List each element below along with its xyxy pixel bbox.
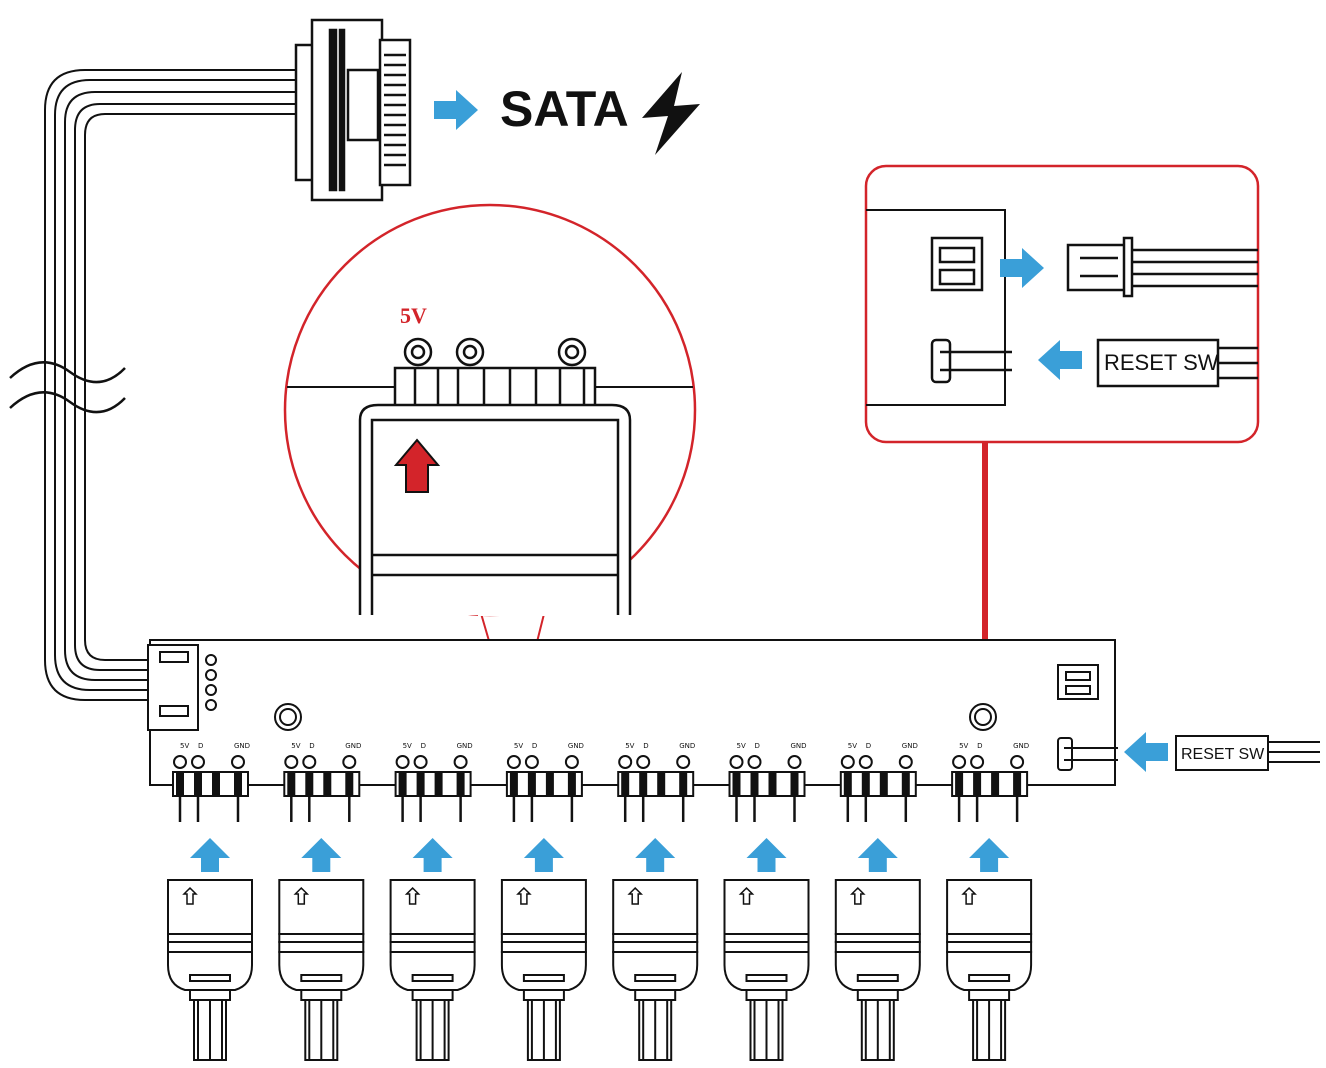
plug-arrow-icon <box>182 886 198 905</box>
pin-label: GND <box>457 742 473 750</box>
pin-label: GND <box>902 742 918 750</box>
pin-label: GND <box>568 742 584 750</box>
pin-label: GND <box>1013 742 1029 750</box>
sata-cable <box>44 69 300 701</box>
argb-port: 5V D GND <box>834 742 921 1061</box>
lightning-bolt-icon <box>642 72 700 155</box>
pin-label: GND <box>234 742 250 750</box>
plug-arrow-icon <box>293 886 310 905</box>
up-arrow-icon <box>857 838 898 872</box>
pin-label: 5V <box>959 742 968 750</box>
plug-arrow-icon <box>738 886 755 905</box>
argb-plug <box>278 879 365 1001</box>
pin-label: D <box>309 742 314 750</box>
plug-arrow-icon <box>961 886 977 905</box>
argb-port: 5V D GND <box>612 742 699 1061</box>
argb-port: 5V D GND <box>278 742 365 1061</box>
argb-port: 5V D GND <box>723 742 810 1061</box>
pin-label: D <box>866 742 871 750</box>
plug-arrow-icon <box>849 886 866 905</box>
pin-label: D <box>198 742 203 750</box>
up-arrow-icon <box>190 838 230 872</box>
pin-label: GND <box>345 742 361 750</box>
argb-port: 5V D GND <box>167 742 253 1061</box>
argb-plug <box>834 879 921 1001</box>
argb-plug <box>500 879 587 1001</box>
red-up-arrow-icon <box>393 438 441 493</box>
sata-arrow <box>434 90 478 130</box>
voltage-label: 5V <box>400 303 427 328</box>
up-arrow-icon <box>523 838 564 872</box>
up-arrow-icon <box>412 838 453 872</box>
inset-reset-label: RESET SW <box>1104 350 1219 375</box>
cable-break-mark <box>9 361 126 414</box>
up-arrow-icon <box>301 838 342 872</box>
pin-label: GND <box>791 742 807 750</box>
argb-port: 5V D GND <box>389 742 476 1061</box>
argb-ports: 5V D GND 5V D GND 5V D GND 5V D GND 5V D GND 5V D GND 5V D G… <box>167 742 1033 1061</box>
zoom-callout: 5V <box>283 203 697 734</box>
argb-plug <box>389 879 476 1001</box>
up-arrow-icon <box>635 838 676 872</box>
pin-label: 5V <box>514 742 523 750</box>
plug-arrow-icon <box>404 886 421 905</box>
argb-plug <box>723 879 810 1001</box>
pin-label: D <box>421 742 426 750</box>
argb-port: 5V D GND <box>500 742 587 1061</box>
sata-connector <box>294 18 412 202</box>
pin-label: 5V <box>848 742 857 750</box>
reset-inset: RESET SW <box>864 164 1260 444</box>
argb-port: 5V D GND <box>946 742 1033 1061</box>
reset-label: RESET SW <box>1181 746 1265 763</box>
pin-label: 5V <box>291 742 300 750</box>
sata-label: SATA <box>500 81 629 137</box>
pin-label: 5V <box>180 742 189 750</box>
pin-label: D <box>643 742 648 750</box>
pin-label: D <box>755 742 760 750</box>
pin-label: 5V <box>403 742 412 750</box>
pin-label: 5V <box>625 742 634 750</box>
pin-label: D <box>977 742 982 750</box>
plug-arrow-icon <box>627 886 644 905</box>
plug-arrow-icon <box>516 886 532 905</box>
argb-plug <box>946 879 1033 1001</box>
up-arrow-icon <box>746 838 787 872</box>
argb-plug <box>167 879 253 1001</box>
up-arrow-icon <box>969 838 1010 872</box>
pin-label: GND <box>679 742 695 750</box>
pin-label: D <box>532 742 537 750</box>
pin-label: 5V <box>737 742 746 750</box>
argb-plug <box>612 879 699 1001</box>
board-reset: RESET SW <box>1124 732 1320 772</box>
